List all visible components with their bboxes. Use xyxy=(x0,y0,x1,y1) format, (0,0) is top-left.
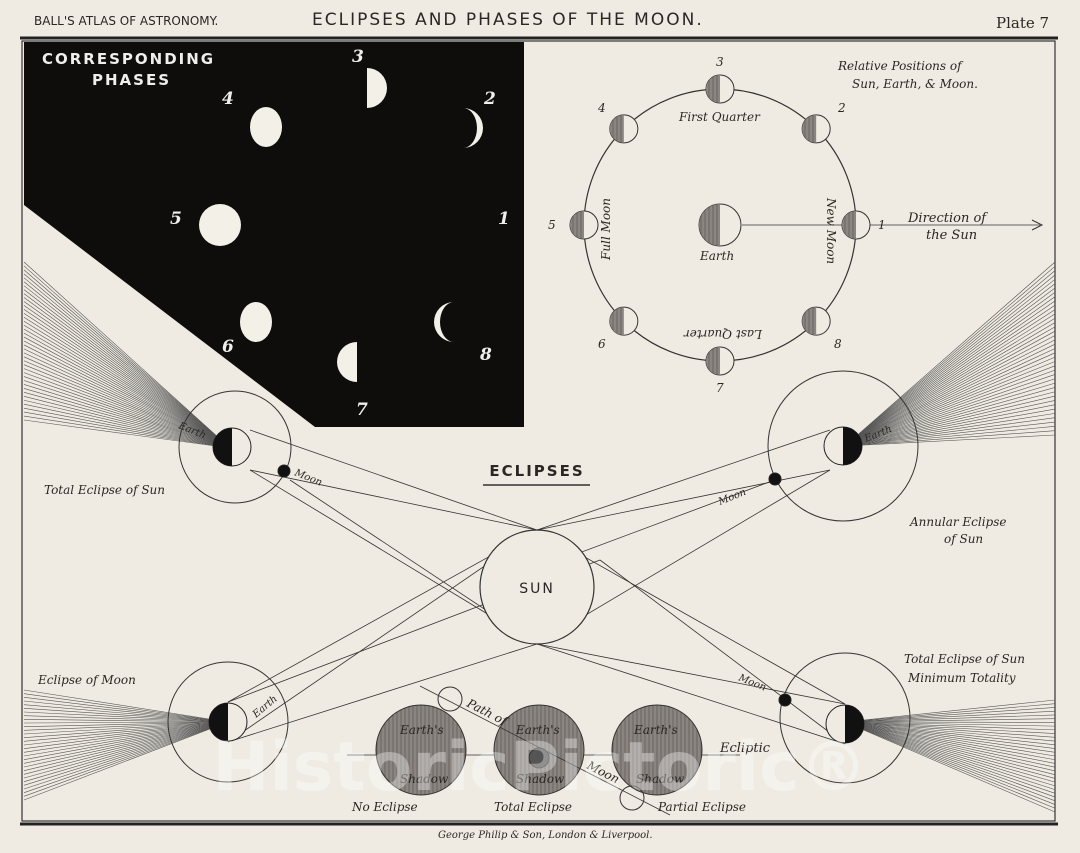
total-min-label-2: Minimum Totality xyxy=(907,671,1016,685)
new-moon-label: New Moon xyxy=(824,197,838,264)
eclipses-heading: ECLIPSES xyxy=(489,462,584,480)
phase-4 xyxy=(250,107,282,147)
last-quarter-label: Last Quarter xyxy=(683,327,763,341)
phases-title-2: PHASES xyxy=(92,71,171,89)
beam-bottom-left xyxy=(23,689,229,801)
full-moon-label: Full Moon xyxy=(599,198,613,261)
phase-num-7: 7 xyxy=(356,400,368,420)
orbit-num-1: 1 xyxy=(878,218,886,232)
phase-8 xyxy=(434,302,454,342)
orbit-moon-8 xyxy=(801,306,831,336)
shadow-3: Shadow xyxy=(636,772,685,786)
phase-num-6: 6 xyxy=(222,337,234,357)
earth-label: Earth xyxy=(699,249,734,263)
earths-1: Earth's xyxy=(399,723,444,737)
phases-panel xyxy=(24,42,524,427)
plate-number: Plate 7 xyxy=(996,14,1050,32)
moon-label-tl: Moon xyxy=(292,467,324,488)
earths-2: Earth's xyxy=(515,723,560,737)
orbit-num-3: 3 xyxy=(716,55,724,69)
phase-7 xyxy=(337,342,357,382)
moon-partial-eclipse xyxy=(619,785,645,811)
orbit-moon-3 xyxy=(705,74,735,104)
total-eclipse-of-sun xyxy=(178,390,292,504)
orbit-moon-5 xyxy=(569,210,599,240)
sunlight-beams xyxy=(23,261,1056,813)
beam-top-right xyxy=(844,261,1056,447)
phase-num-5: 5 xyxy=(170,209,182,229)
no-eclipse-label: No Eclipse xyxy=(351,800,418,814)
orbit-num-6: 6 xyxy=(598,337,606,351)
annular-label-1: Annular Eclipse xyxy=(909,515,1007,529)
total-eclipse-sun-label: Total Eclipse of Sun xyxy=(44,483,165,497)
shadow-discs xyxy=(375,704,703,796)
shadow-2: Shadow xyxy=(516,772,565,786)
watermark: HistoricPictoric® xyxy=(213,728,868,807)
shadow-1: Shadow xyxy=(400,772,449,786)
orbit-num-2: 2 xyxy=(837,101,846,115)
orbit-earth xyxy=(698,203,742,247)
total-eclipse-label: Total Eclipse xyxy=(494,800,572,814)
total-eclipse-minimum xyxy=(778,652,911,784)
border xyxy=(21,40,1056,822)
arrow-head-icon xyxy=(1031,219,1044,231)
moon xyxy=(277,464,291,478)
phase-2 xyxy=(463,108,483,148)
orbit-moons xyxy=(569,74,871,376)
phase-num-8: 8 xyxy=(479,345,492,365)
earths-3: Earth's xyxy=(633,723,678,737)
moon-label-br: Moon xyxy=(736,672,768,693)
orbit-moon-2 xyxy=(801,114,831,144)
orbit-num-4: 4 xyxy=(597,101,606,115)
orbit-num-7: 7 xyxy=(716,381,724,395)
phase-num-4: 4 xyxy=(222,89,234,109)
eclipse-moon-label: Eclipse of Moon xyxy=(37,673,136,687)
phase-6 xyxy=(240,302,272,342)
orbit-moon-6 xyxy=(609,306,639,336)
direction-label-1: Direction of xyxy=(907,211,988,226)
phase-5 xyxy=(199,204,241,246)
moon-no-eclipse xyxy=(437,686,463,712)
phase-3 xyxy=(367,68,387,108)
moon-phases xyxy=(199,68,483,382)
orbit-moon-7 xyxy=(705,346,735,376)
shadow-partial-eclipse xyxy=(611,704,703,796)
moon xyxy=(778,693,792,707)
moon-total-eclipse xyxy=(528,747,550,769)
orbit-moon-1 xyxy=(841,210,871,240)
ecliptic-label: Ecliptic xyxy=(719,741,771,756)
sun-label: SUN xyxy=(519,581,555,597)
phase-num-2: 2 xyxy=(483,89,496,109)
annular-eclipse-of-sun xyxy=(767,370,919,522)
moon xyxy=(768,472,782,486)
first-quarter-label: First Quarter xyxy=(678,110,761,124)
plate-title: ECLIPSES AND PHASES OF THE MOON. xyxy=(312,10,704,30)
orbit-title-1: Relative Positions of xyxy=(837,59,964,73)
direction-label-2: the Sun xyxy=(926,228,977,243)
beam-top-left xyxy=(23,261,231,449)
partial-eclipse-label: Partial Eclipse xyxy=(657,800,746,814)
phases-title-1: CORRESPONDING xyxy=(42,50,215,68)
sun xyxy=(479,529,595,645)
annular-label-2: of Sun xyxy=(944,532,983,546)
orbit-num-5: 5 xyxy=(548,218,556,232)
eclipse-of-moon xyxy=(167,661,289,783)
total-min-label-1: Total Eclipse of Sun xyxy=(904,652,1025,666)
shadow-no-eclipse xyxy=(375,704,467,796)
beam-bottom-right xyxy=(844,699,1056,813)
orbit-num-8: 8 xyxy=(834,337,842,351)
publisher: George Philip & Son, London & Liverpool. xyxy=(438,830,653,841)
atlas-name: BALL'S ATLAS OF ASTRONOMY. xyxy=(34,14,219,28)
phase-num-3: 3 xyxy=(352,47,364,67)
orbit-title-2: Sun, Earth, & Moon. xyxy=(852,77,978,91)
phase-num-1: 1 xyxy=(498,209,510,229)
orbit-moon-4 xyxy=(609,114,639,144)
